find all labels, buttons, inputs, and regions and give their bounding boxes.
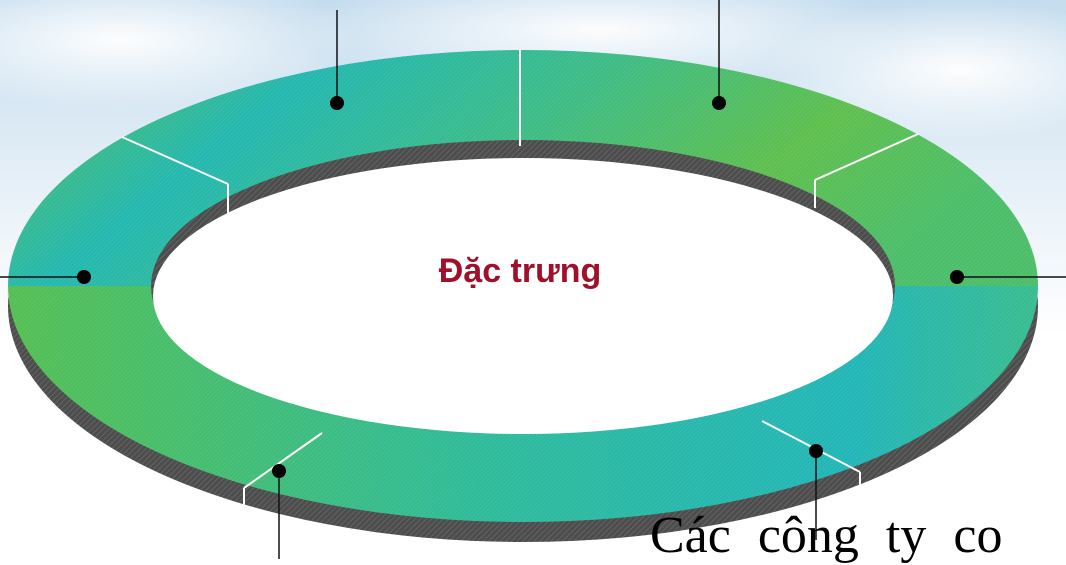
callout-dot	[330, 96, 344, 110]
center-title: Đặc trưng	[380, 252, 660, 291]
ring-hole	[153, 158, 893, 434]
callout-dot	[809, 444, 823, 458]
callout-dot	[77, 270, 91, 284]
bottom-text: Các công ty co	[650, 506, 1002, 565]
callout-dot	[712, 96, 726, 110]
callout-dot	[272, 464, 286, 478]
callout-dot	[950, 270, 964, 284]
